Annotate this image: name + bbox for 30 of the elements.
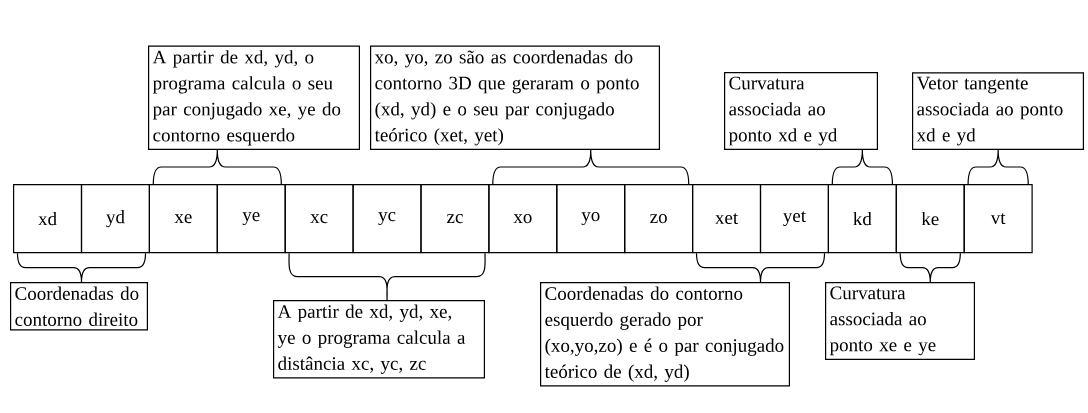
curly-brace — [831, 149, 893, 185]
text-box: Curvatura associada ao ponto xe e ye — [825, 282, 975, 360]
curly-brace — [967, 149, 1029, 185]
text-box: Coordenadas do contorno esquerdo gerado por (xo,yo,zo) e é o par conjugado teórico de (xd, yd) — [540, 282, 790, 387]
table-cell: yet — [759, 184, 829, 254]
table-cell: zo — [624, 184, 694, 254]
table-cell: xd — [13, 184, 83, 254]
text-box: xo, yo, zo são as coordenadas do contorno 3D que geraram o ponto (xd, yd) e o seu par conjugado teórico (xet, yet) — [370, 45, 660, 150]
table-cell: yd — [80, 184, 150, 254]
table-cell: vt — [963, 184, 1033, 254]
text-box: A partir de xd, yd, xe, ye o programa calcula a distância xc, yc, zc — [273, 300, 485, 379]
curly-brace — [695, 252, 826, 283]
curly-brace — [152, 149, 282, 185]
text-box: Curvatura associada ao ponto xd e yd — [724, 72, 878, 150]
curly-brace — [492, 149, 690, 185]
text-box: Coordenadas do contorno direito — [10, 282, 148, 331]
table-cell: ye — [216, 184, 286, 254]
table-cell: xc — [284, 184, 354, 254]
table-cell: zc — [420, 184, 490, 254]
table-cell: kd — [827, 184, 897, 254]
text-box: Vetor tangente associada ao ponto xd e yd — [912, 72, 1084, 150]
table-cell: yc — [352, 184, 422, 254]
table-cell: xo — [488, 184, 558, 254]
table-cell: yo — [556, 184, 626, 254]
text-box: A partir de xd, yd, o programa calcula o seu par conjugado xe, ye do contorno esquerdo — [148, 45, 360, 150]
curly-brace — [288, 252, 486, 301]
table-cell: xe — [148, 184, 218, 254]
curly-brace — [16, 252, 147, 283]
table-cell: xet — [692, 184, 762, 254]
table-cell: ke — [895, 184, 965, 254]
